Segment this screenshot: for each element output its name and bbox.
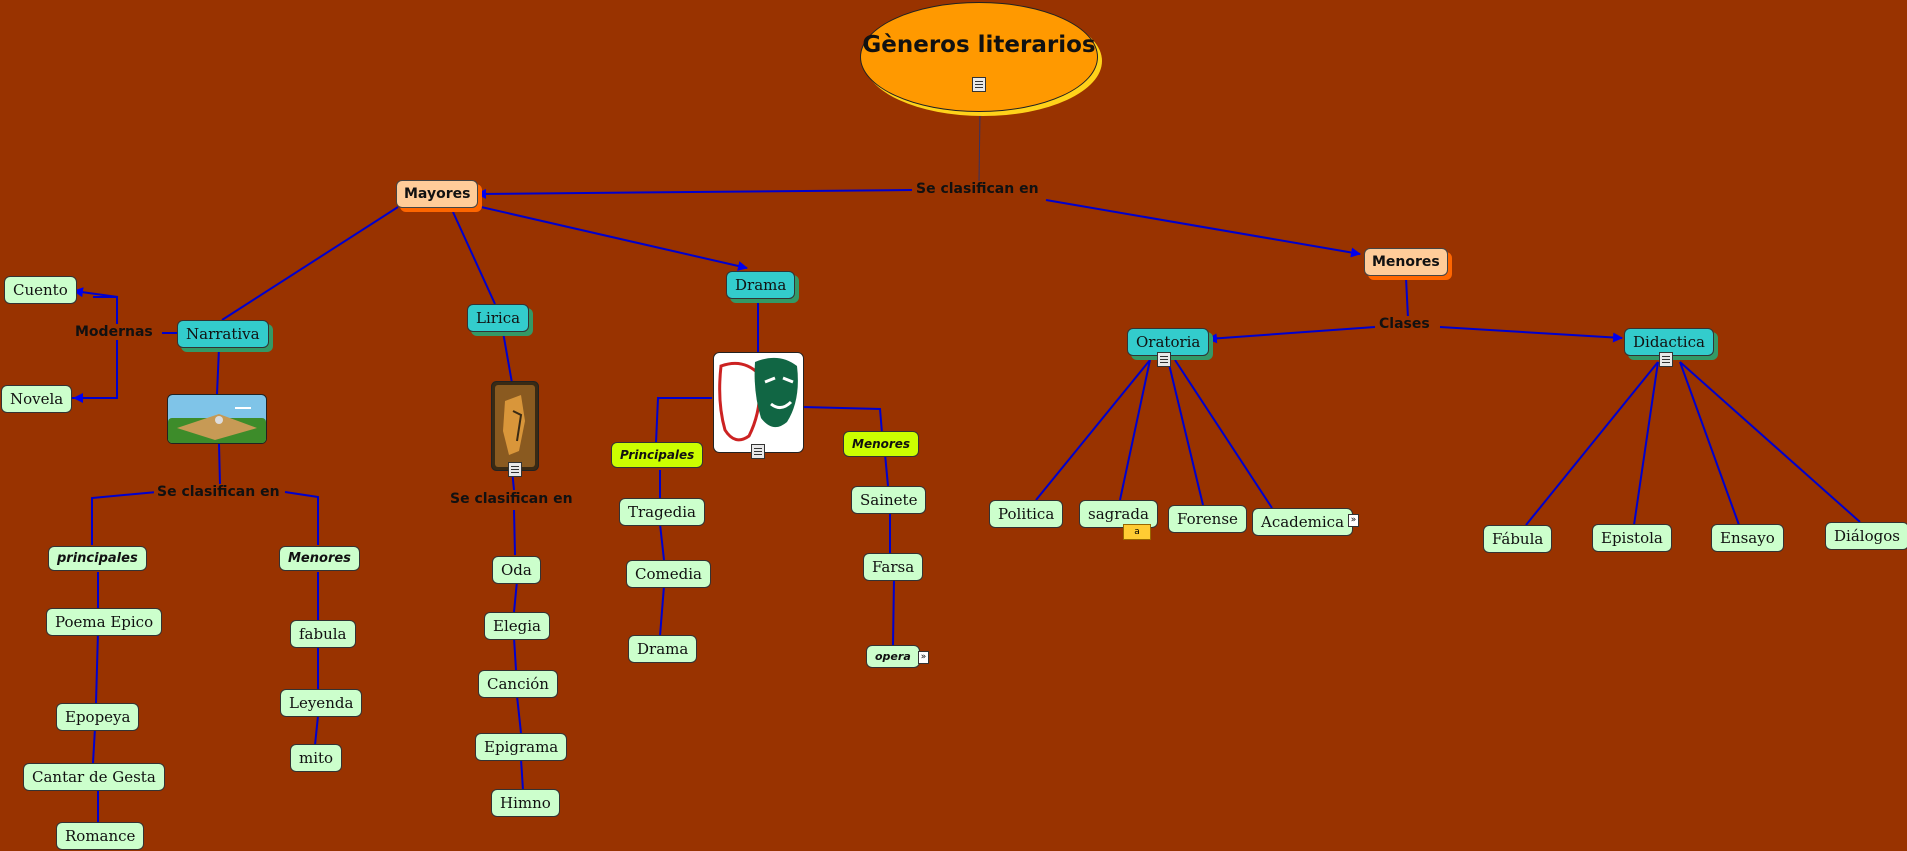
narrativa-illustration-image [167, 394, 267, 444]
node-elegia[interactable]: Elegia [484, 612, 550, 640]
node-principales-drama[interactable]: Principales [611, 442, 704, 468]
root-concept-title: Gèneros literarios [862, 32, 1096, 58]
document-icon[interactable] [1157, 352, 1171, 367]
drama-masks-image [713, 352, 804, 453]
node-politica[interactable]: Politica [989, 500, 1064, 528]
expand-icon[interactable]: » [1348, 514, 1359, 527]
note-icon[interactable]: a [1123, 524, 1151, 540]
node-himno[interactable]: Himno [491, 789, 560, 817]
node-fabula[interactable]: Fábula [1483, 525, 1553, 553]
node-cancion[interactable]: Canción [478, 670, 558, 698]
node-narrativa[interactable]: Narrativa [177, 320, 269, 348]
link-label-se-clasifican-en-lirica: Se clasifican en [447, 491, 576, 507]
node-oda[interactable]: Oda [492, 556, 541, 584]
node-novela[interactable]: Novela [1, 385, 73, 413]
node-menores-drama[interactable]: Menores [843, 431, 920, 457]
node-principales-narrativa[interactable]: principales [48, 546, 147, 571]
node-opera[interactable]: opera [866, 645, 920, 668]
node-tragedia[interactable]: Tragedia [619, 498, 705, 526]
node-academica[interactable]: Academica [1252, 508, 1354, 536]
expand-icon[interactable]: » [918, 651, 929, 664]
node-drama[interactable]: Drama [726, 271, 796, 299]
node-farsa[interactable]: Farsa [863, 553, 924, 581]
document-icon[interactable] [972, 77, 986, 92]
node-sagrada[interactable]: sagrada [1079, 500, 1158, 528]
node-forense[interactable]: Forense [1168, 505, 1247, 533]
node-cantar-de-gesta[interactable]: Cantar de Gesta [23, 763, 165, 791]
node-romance[interactable]: Romance [56, 822, 145, 850]
node-menores-narrativa[interactable]: Menores [279, 546, 360, 571]
node-mito[interactable]: mito [290, 744, 343, 772]
node-menores[interactable]: Menores [1364, 248, 1448, 276]
document-icon[interactable] [751, 444, 765, 459]
link-label-se-clasifican-en: Se clasifican en [913, 181, 1042, 197]
node-lirica[interactable]: Lirica [467, 304, 530, 332]
root-concept-node[interactable]: Gèneros literarios [860, 2, 1098, 112]
link-label-se-clasifican-en-narrativa: Se clasifican en [154, 484, 283, 500]
node-epopeya[interactable]: Epopeya [56, 703, 140, 731]
node-epistola[interactable]: Epistola [1592, 524, 1672, 552]
node-mayores[interactable]: Mayores [396, 180, 479, 208]
node-leyenda[interactable]: Leyenda [280, 689, 363, 717]
node-drama-sub[interactable]: Drama [628, 635, 698, 663]
link-label-modernas: Modernas [72, 324, 156, 340]
node-sainete[interactable]: Sainete [851, 486, 927, 514]
node-dialogos[interactable]: Diálogos [1825, 522, 1907, 550]
document-icon[interactable] [508, 462, 522, 477]
node-ensayo[interactable]: Ensayo [1711, 524, 1784, 552]
node-epigrama[interactable]: Epigrama [475, 733, 568, 761]
node-poema-epico[interactable]: Poema Epico [46, 608, 163, 636]
node-cuento[interactable]: Cuento [4, 276, 77, 304]
link-label-clases: Clases [1376, 316, 1433, 332]
node-fabula-narrativa[interactable]: fabula [290, 620, 356, 648]
document-icon[interactable] [1659, 352, 1673, 367]
lirica-illustration-image [491, 381, 539, 471]
node-comedia[interactable]: Comedia [626, 560, 711, 588]
node-oratoria[interactable]: Oratoria [1127, 328, 1210, 356]
